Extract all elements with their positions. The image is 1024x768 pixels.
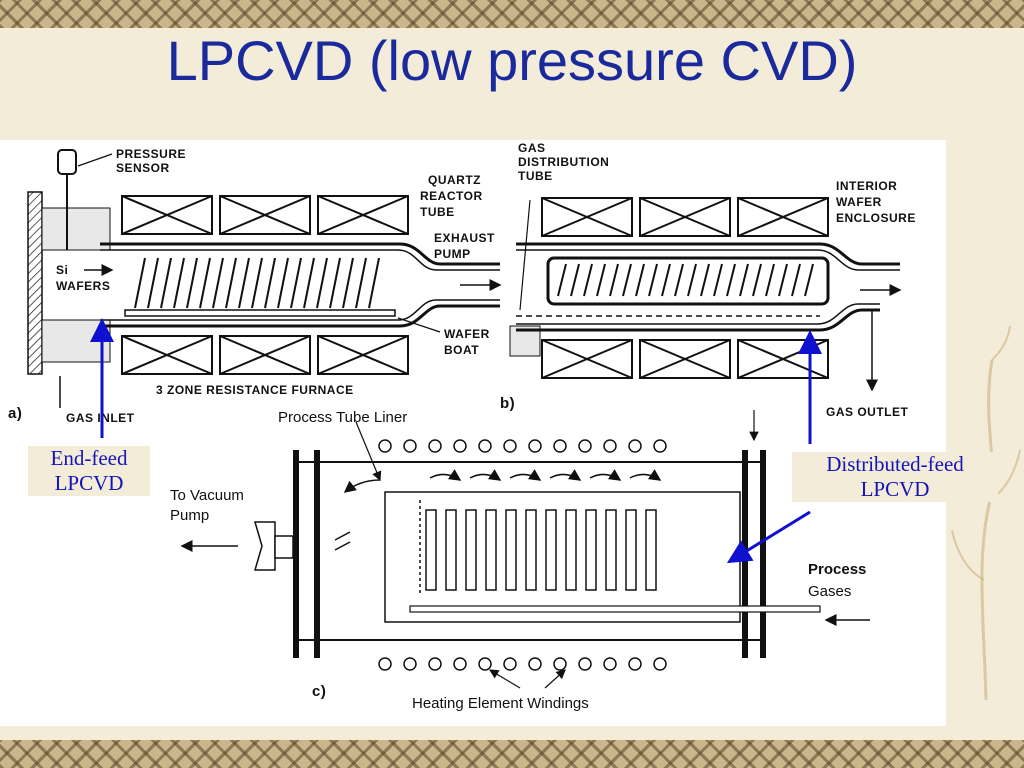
end-plate-right-2 <box>760 450 766 658</box>
furnace-label: 3 ZONE RESISTANCE FURNACE <box>156 383 354 397</box>
gas-outlet-label: GAS OUTLET <box>826 405 909 419</box>
distribution-label: DISTRIBUTION <box>518 155 609 169</box>
diagram-panel: PRESSURE SENSOR QUARTZ REACTOR TUBE EXHA… <box>0 140 946 726</box>
wafer-enclosure-b <box>546 256 830 306</box>
furnace-blocks-a <box>121 195 409 375</box>
exhaust-label: EXHAUST <box>434 231 495 245</box>
wafer-label-b: WAFER <box>836 195 882 209</box>
furnace-blocks-b <box>541 197 829 379</box>
pressure-sensor-label-2: SENSOR <box>116 161 170 175</box>
gases-label: Gases <box>808 583 851 600</box>
wafer-label: WAFER <box>444 327 490 341</box>
heating-coils-bottom <box>378 657 667 671</box>
end-plate-left-2 <box>314 450 320 658</box>
diagram-b-distributed-feed: GAS DISTRIBUTION TUBE INTERIOR WAFER ENC… <box>500 141 916 419</box>
end-cap-bottom-a <box>41 319 111 363</box>
end-cap-top-a <box>41 207 111 251</box>
gas-flow-arrows <box>334 469 870 626</box>
decorative-border-top <box>0 0 1024 28</box>
pressure-sensor-label-1: PRESSURE <box>116 147 186 161</box>
tube-label-b: TUBE <box>518 169 553 183</box>
to-vacuum-label-1: To Vacuum <box>170 487 244 504</box>
panel-label-c: c) <box>312 683 326 700</box>
end-plate-left-1 <box>293 450 299 658</box>
pump-label: PUMP <box>434 247 471 261</box>
heating-element-label: Heating Element Windings <box>412 695 589 712</box>
interior-label: INTERIOR <box>836 179 897 193</box>
gas-label: GAS <box>518 141 546 155</box>
tube-label: TUBE <box>420 205 455 219</box>
enclosure-label: ENCLOSURE <box>836 211 916 225</box>
flange-a <box>27 191 43 375</box>
callout-arrows <box>90 318 822 564</box>
process-tube-liner-label: Process Tube Liner <box>278 409 407 426</box>
gas-injector-tube <box>409 605 821 613</box>
panel-label-a: a) <box>8 405 22 422</box>
wafer-boat-a <box>124 309 396 317</box>
wafers-c <box>425 509 657 591</box>
pressure-sensor-icon <box>57 149 77 175</box>
boat-label: BOAT <box>444 343 479 357</box>
distributed-feed-arrow-diag <box>726 510 811 564</box>
process-tube-liner <box>384 491 741 623</box>
diagram-a-end-feed: PRESSURE SENSOR QUARTZ REACTOR TUBE EXHA… <box>8 147 502 425</box>
gas-inlet-label: GAS INLET <box>66 411 135 425</box>
process-label: Process <box>808 561 866 578</box>
quartz-label: QUARTZ <box>428 173 481 187</box>
distributed-feed-callout: Distributed-feed LPCVD <box>792 452 998 503</box>
decorative-border-bottom <box>0 740 1024 768</box>
slide-title: LPCVD (low pressure CVD) <box>166 29 858 92</box>
panel-label-b: b) <box>500 395 515 412</box>
reactor-label: REACTOR <box>420 189 483 203</box>
wafers-b <box>557 263 814 297</box>
diagram-c-process-tube: Process Tube Liner To Vacuum Pump Proces… <box>170 409 870 712</box>
heating-coils-top <box>378 439 667 453</box>
lpcvd-diagrams: PRESSURE SENSOR QUARTZ REACTOR TUBE EXHA… <box>8 141 916 712</box>
end-feed-callout: End-feed LPCVD <box>28 446 150 497</box>
wafers-label: WAFERS <box>56 279 110 293</box>
vacuum-pump-flange <box>254 521 276 571</box>
to-vacuum-label-2: Pump <box>170 507 209 524</box>
si-label: Si <box>56 263 68 277</box>
wafers-a <box>134 257 380 309</box>
